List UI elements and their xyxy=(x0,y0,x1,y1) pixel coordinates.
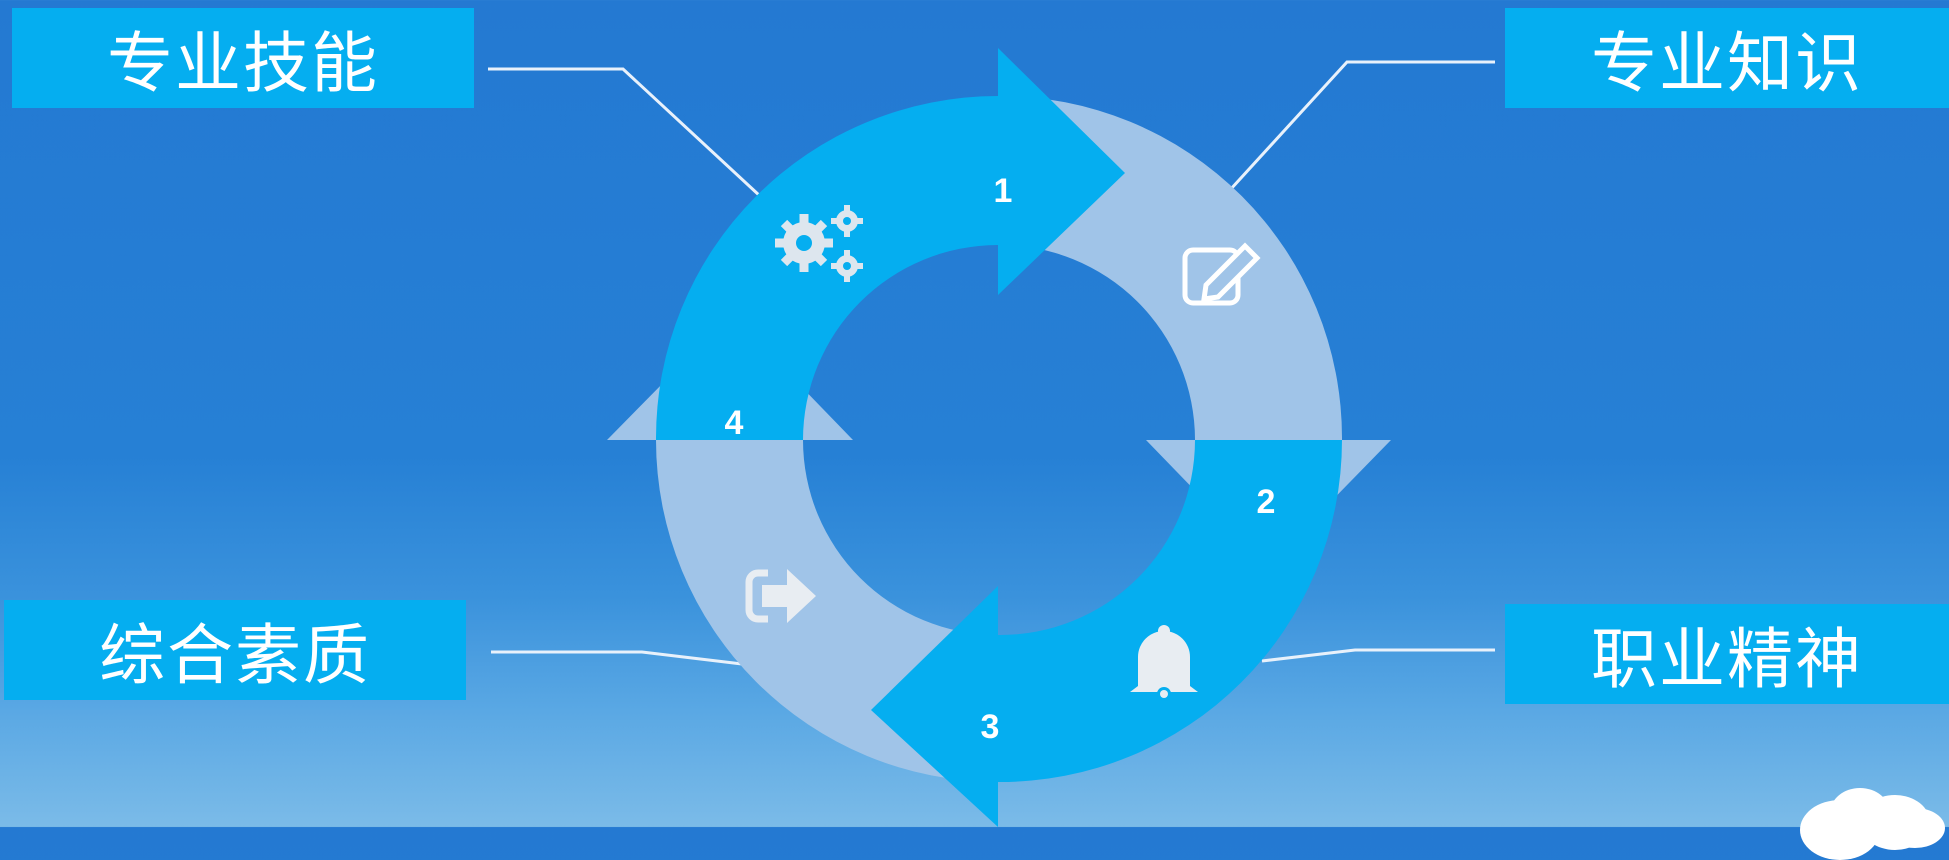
label-text-bottom-left: 综合素质 xyxy=(99,617,371,694)
connector-line-bottom-right xyxy=(1261,648,1495,663)
label-bottom-left: 综合素质 xyxy=(4,600,466,700)
arrow-head-1 xyxy=(998,48,1125,295)
connector-line-bottom-left xyxy=(491,650,743,666)
label-top-right: 专业知识 xyxy=(1505,8,1949,108)
segment-1 xyxy=(655,95,998,440)
segment-3 xyxy=(998,440,1342,783)
step-number-3: 3 xyxy=(981,708,1000,746)
edit-icon xyxy=(1182,242,1261,306)
label-bottom-right: 职业精神 xyxy=(1505,604,1949,704)
connector-line-top-right xyxy=(1228,60,1495,192)
label-text-top-left: 专业技能 xyxy=(107,25,379,102)
sign-in-icon xyxy=(745,569,816,623)
label-text-bottom-right: 职业精神 xyxy=(1591,621,1863,698)
step-number-1: 1 xyxy=(994,172,1013,210)
label-text-top-right: 专业知识 xyxy=(1591,25,1863,102)
arrow-head-3 xyxy=(871,586,998,827)
cycle-diagram: 1 2 3 4 xyxy=(488,48,1495,827)
step-number-2: 2 xyxy=(1257,483,1276,521)
step-number-4: 4 xyxy=(725,404,744,442)
bell-icon xyxy=(1130,625,1198,701)
label-top-left: 专业技能 xyxy=(12,8,474,108)
connector-line-top-left xyxy=(488,67,762,198)
gears-icon xyxy=(775,205,863,282)
